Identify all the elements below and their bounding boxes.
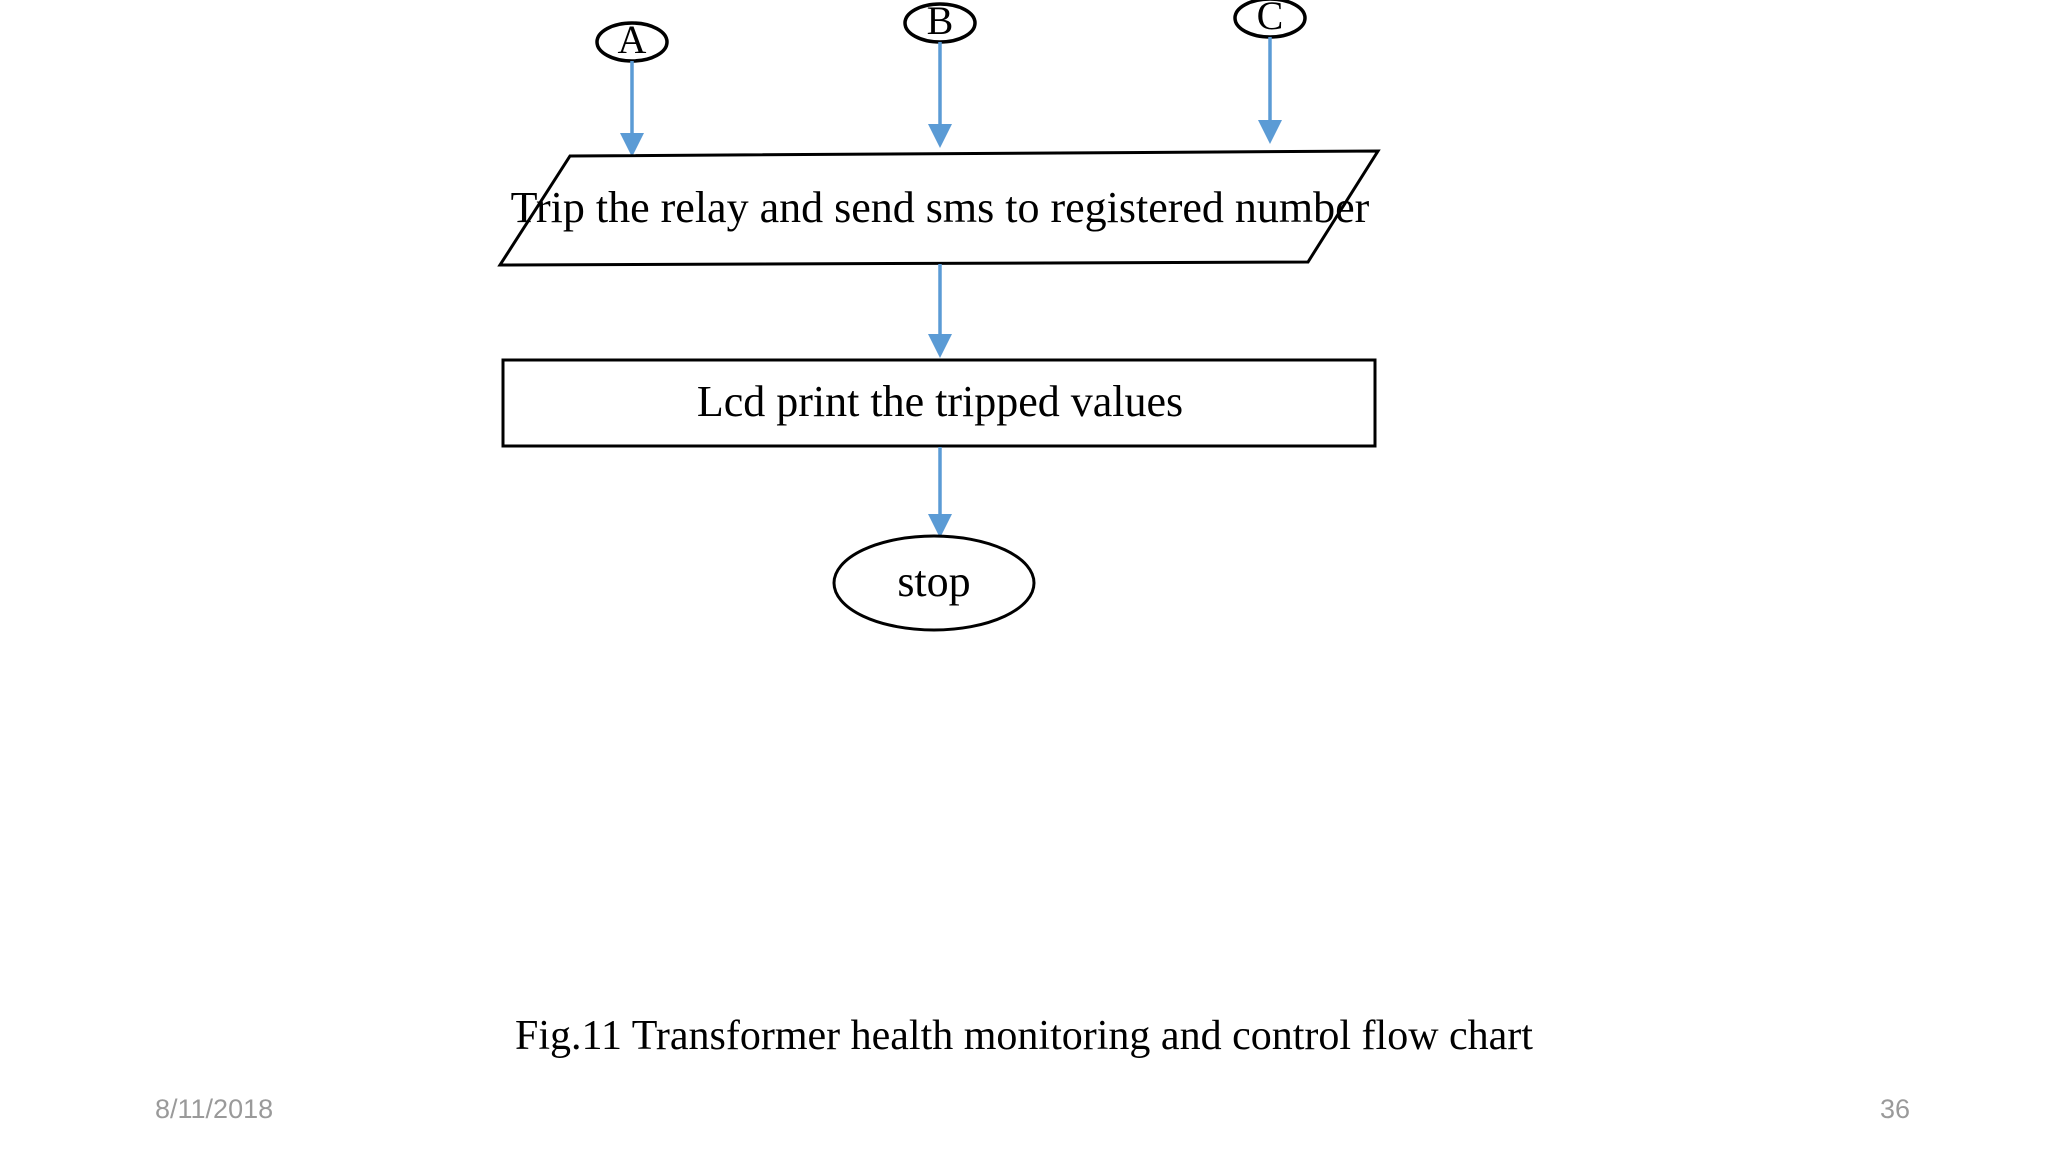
lcd-print-label: Lcd print the tripped values [697, 377, 1183, 426]
node-connector-b[interactable]: B [903, 0, 977, 44]
edge-b-to-trip [928, 42, 952, 148]
stop-label: stop [897, 557, 970, 606]
footer-date: 8/11/2018 [155, 1094, 274, 1124]
node-connector-c[interactable]: C [1233, 0, 1307, 39]
trip-relay-parallelogram [497, 149, 1381, 267]
node-stop[interactable]: stop [832, 534, 1036, 632]
edge-lcd-to-stop-arrowhead [928, 514, 952, 538]
figure-caption: Fig.11 Transformer health monitoring and… [515, 1013, 1533, 1059]
edge-trip-to-lcd-arrowhead [928, 334, 952, 358]
edge-c-to-trip [1258, 37, 1282, 144]
edge-a-to-trip [620, 61, 644, 157]
edge-c-to-trip-arrowhead [1258, 120, 1282, 144]
stop-ellipse [832, 534, 1036, 632]
node-connector-a[interactable]: A [595, 17, 669, 63]
lcd-print-rectangle [501, 358, 1377, 448]
connector-c-label: C [1257, 0, 1284, 38]
edge-trip-to-lcd [928, 264, 952, 358]
connector-b-label: B [927, 0, 954, 43]
node-lcd-print[interactable]: Lcd print the tripped values [501, 358, 1377, 448]
connector-a-label: A [618, 17, 647, 62]
trip-relay-label: Trip the relay and send sms to registere… [511, 183, 1370, 232]
edge-b-to-trip-arrowhead [928, 124, 952, 148]
edge-a-to-trip-arrowhead [620, 133, 644, 157]
node-trip-relay[interactable]: Trip the relay and send sms to registere… [497, 149, 1381, 267]
edge-lcd-to-stop [928, 447, 952, 538]
footer-page-number: 36 [1880, 1094, 1911, 1124]
